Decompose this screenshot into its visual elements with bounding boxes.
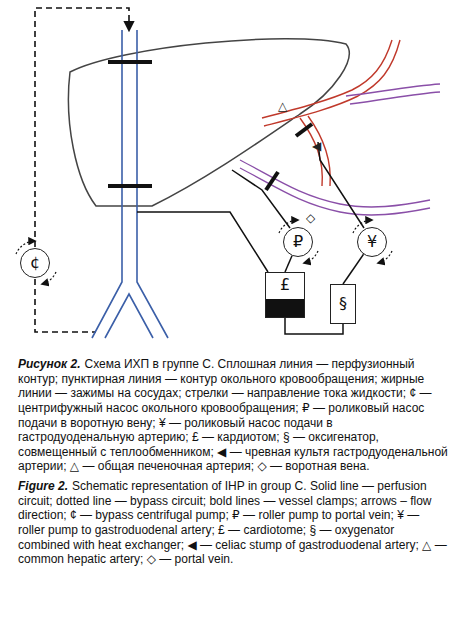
caption-text: Схема ИХП в группе С. Сплошная линия — п… (18, 357, 448, 473)
rotation-arrow (16, 220, 392, 284)
perfusion-line (137, 142, 364, 272)
vessel-clamp (108, 62, 152, 186)
perfusion-connector (285, 256, 292, 272)
caption-heading: Figure 2. (18, 479, 68, 493)
roller-pump: ₽ (283, 227, 313, 257)
caption-text: Schematic representation of IHP in group… (18, 479, 447, 566)
caption-paragraph: Figure 2.Schematic representation of IHP… (18, 479, 448, 567)
perfusion-connector (343, 254, 364, 284)
vessel-marker: ◇ (306, 212, 315, 224)
cardiotome-box: £ (265, 272, 305, 318)
connector-layer (0, 0, 464, 360)
node-symbol: ₽ (293, 234, 303, 250)
vena-cava (92, 30, 168, 338)
vessel-marker: ◀ (312, 140, 321, 152)
node-symbol: § (339, 296, 347, 312)
figure-caption: Рисунок 2.Схема ИХП в группе С. Сплошная… (18, 357, 448, 572)
vessel-clamp (266, 124, 312, 190)
vessel-marker: △ (278, 100, 287, 112)
oxygenator-box: § (330, 284, 356, 324)
caption-heading: Рисунок 2. (18, 357, 81, 371)
node-symbol: £ (280, 277, 290, 293)
perfusion-illustration (0, 0, 464, 360)
hilar-vessels (240, 40, 440, 215)
node-symbol: ¢ (30, 255, 40, 271)
caption-paragraph: Рисунок 2.Схема ИХП в группе С. Сплошная… (18, 357, 448, 474)
centrifugal-pump: ¢ (20, 248, 50, 278)
roller-pump: ¥ (357, 227, 387, 257)
node-symbol: ¥ (367, 234, 377, 250)
liver-outline (68, 39, 349, 206)
